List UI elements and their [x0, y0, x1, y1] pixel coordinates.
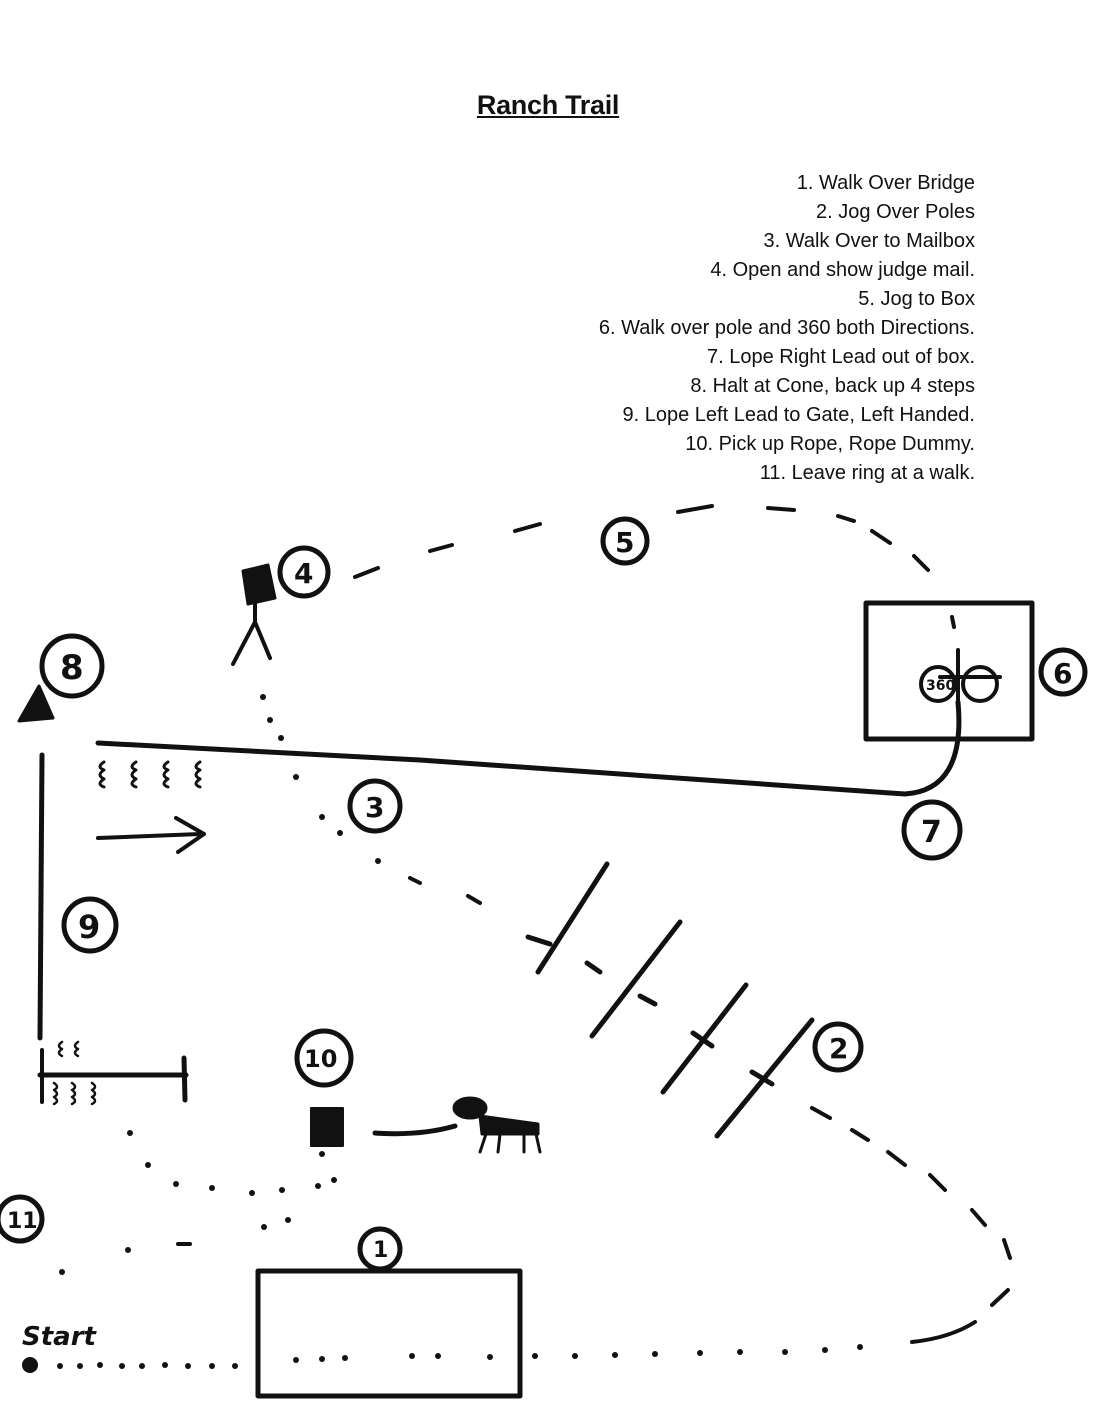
marker-4: 4: [277, 545, 331, 599]
svg-text:7: 7: [921, 815, 942, 850]
poles-to-mailbox-path: [260, 694, 482, 905]
instruction-list: 1. Walk Over Bridge 2. Jog Over Poles 3.…: [599, 169, 975, 488]
mailbox-to-box-path: [353, 504, 930, 579]
svg-text:8: 8: [60, 648, 84, 688]
bridge-to-poles-path: [532, 1106, 1012, 1359]
step-6: 6. Walk over pole and 360 both Direction…: [598, 317, 975, 339]
box-pole: [950, 615, 956, 629]
gate-to-exit-path: [59, 1130, 337, 1275]
box-360-label: 360: [926, 678, 955, 694]
lope-direction-marks: [98, 760, 202, 789]
step-9: 9. Lope Left Lead to Gate, Left Handed.: [622, 404, 976, 426]
start-label: Start: [22, 1322, 98, 1352]
svg-text:4: 4: [294, 557, 313, 590]
marker-5: 5: [600, 516, 650, 566]
marker-9: 9: [61, 896, 119, 954]
svg-text:5: 5: [615, 526, 634, 559]
step-1: 1. Walk Over Bridge: [796, 172, 975, 194]
gate-squiggles: [52, 1040, 97, 1106]
step-3: 3. Walk Over to Mailbox: [763, 230, 975, 252]
step-2: 2. Jog Over Poles: [816, 201, 975, 223]
svg-text:6: 6: [1053, 657, 1072, 690]
svg-text:1: 1: [373, 1238, 388, 1263]
bridge-dots: [293, 1353, 493, 1363]
rope-line: [372, 1123, 458, 1137]
gate-end: [181, 1055, 188, 1103]
step-5: 5. Jog to Box: [858, 288, 975, 310]
svg-text:3: 3: [365, 791, 384, 824]
mailbox-icon: [231, 563, 277, 666]
marker-2: 2: [812, 1021, 864, 1073]
marker-6: 6: [1038, 647, 1088, 697]
box-360-mark: [919, 648, 1002, 703]
svg-text:2: 2: [829, 1032, 848, 1065]
step-11: 11. Leave ring at a walk.: [759, 462, 975, 484]
cone-icon: [17, 684, 55, 723]
360-box: [863, 600, 1035, 742]
marker-7: 7: [901, 799, 963, 861]
marker-3: 3: [347, 778, 403, 834]
marker-11: 11: [0, 1194, 45, 1244]
step-8: 8. Halt at Cone, back up 4 steps: [690, 375, 975, 397]
step-10: 10. Pick up Rope, Rope Dummy.: [685, 433, 975, 455]
start-path: [22, 1357, 238, 1373]
marker-8: 8: [39, 633, 105, 699]
svg-text:11: 11: [7, 1209, 38, 1234]
marker-10: 10: [294, 1028, 354, 1088]
gate-line: [37, 752, 45, 1041]
step-7: 7. Lope Right Lead out of box.: [707, 346, 975, 368]
rope-stand-icon: [310, 1107, 344, 1147]
svg-text:10: 10: [304, 1045, 337, 1073]
step-4: 4. Open and show judge mail.: [710, 259, 975, 281]
page-title: Ranch Trail: [476, 90, 620, 120]
lope-right-line: [95, 699, 962, 797]
svg-text:9: 9: [78, 908, 100, 946]
direction-arrow-icon: [96, 816, 206, 854]
marker-1: 1: [357, 1226, 403, 1272]
bridge-box: [255, 1268, 523, 1399]
roping-dummy-icon: [452, 1096, 542, 1154]
jog-poles: [525, 861, 815, 1139]
